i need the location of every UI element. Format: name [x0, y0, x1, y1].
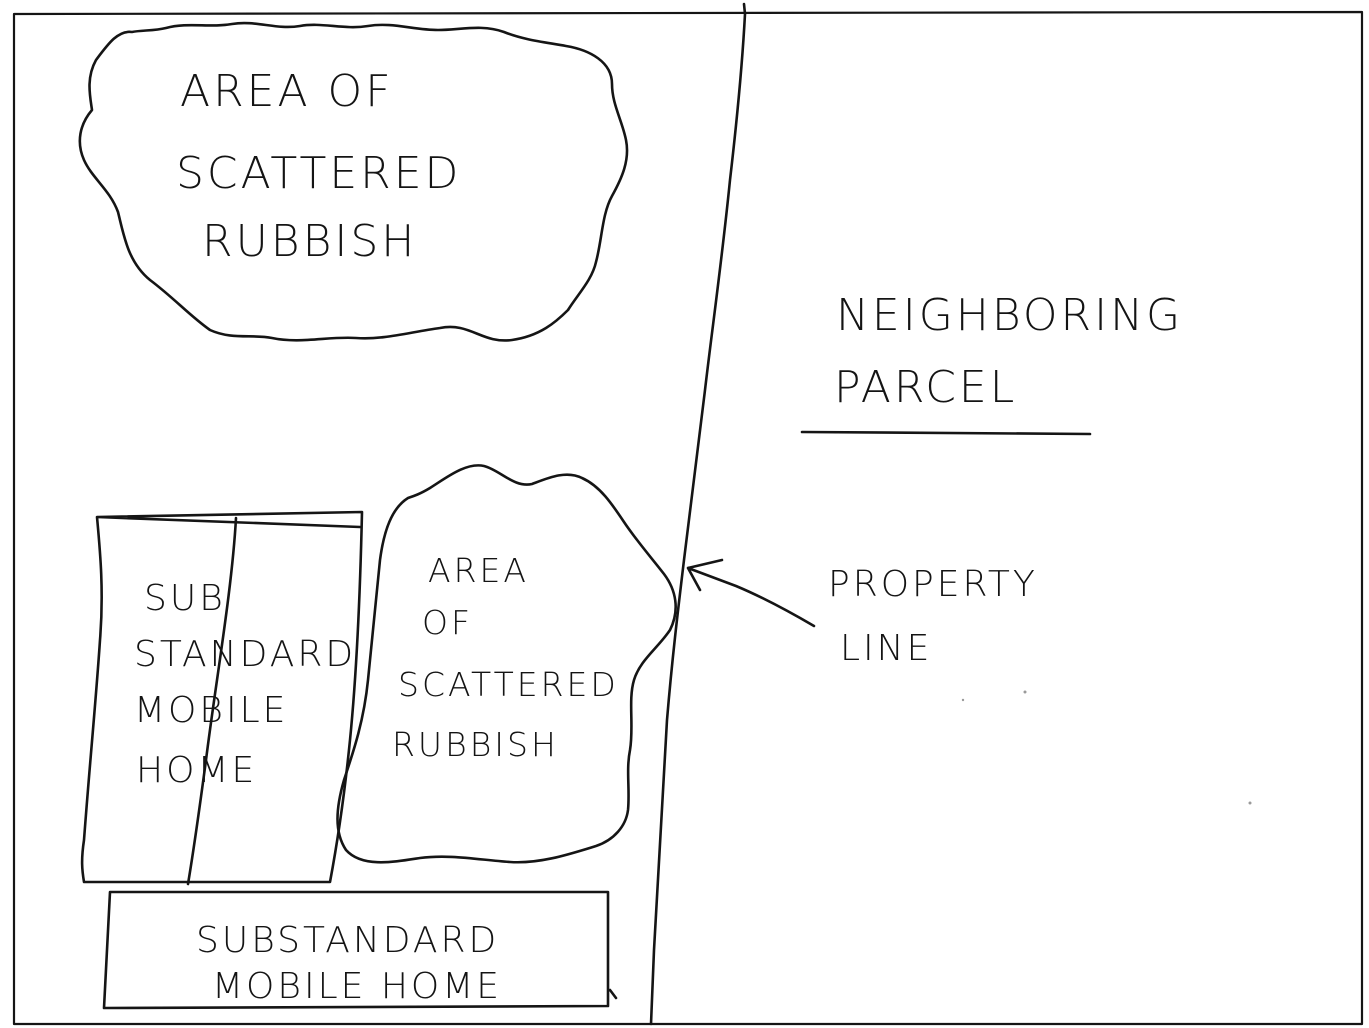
- label-mobile-home-bottom: SUBSTANDARD MOBILE HOME: [196, 920, 502, 1007]
- property-line: [649, 2, 747, 1026]
- label-line: SCATTERED: [398, 665, 619, 704]
- paper-speck: [1023, 690, 1027, 694]
- label-line: PARCEL: [834, 362, 1017, 413]
- label-line: HOME: [136, 750, 257, 791]
- rubbish-area-mid: [336, 464, 677, 864]
- mobile-home-split: [186, 516, 238, 886]
- label-line: MOBILE: [134, 690, 288, 731]
- label-line: PROPERTY: [828, 564, 1038, 605]
- label-line: SUBSTANDARD: [196, 920, 499, 961]
- label-rubbish-top: AREA OF SCATTERED RUBBISH: [176, 66, 461, 267]
- label-line: RUBBISH: [392, 725, 559, 764]
- label-line: SCATTERED: [176, 148, 461, 199]
- page-border: [12, 10, 1364, 1026]
- neighboring-underline: [800, 430, 1092, 436]
- label-line: STANDARD: [134, 634, 356, 675]
- property-arrow: [686, 558, 816, 628]
- label-property-line: PROPERTY LINE: [828, 564, 1038, 669]
- label-mobile-home-left: SUB STANDARD MOBILE HOME: [134, 578, 356, 791]
- mobile-home-left: [80, 510, 364, 884]
- label-line: AREA OF: [180, 66, 394, 117]
- label-line: LINE: [840, 628, 932, 669]
- label-line: NEIGHBORING: [836, 290, 1183, 341]
- rubbish-area-top: [78, 21, 629, 342]
- mobile-home-bottom: [102, 890, 618, 1010]
- label-line: AREA: [428, 551, 529, 590]
- label-rubbish-mid: AREA OF SCATTERED RUBBISH: [392, 551, 619, 764]
- label-line: SUB: [144, 578, 226, 619]
- label-line: MOBILE HOME: [212, 966, 502, 1007]
- label-neighboring-parcel: NEIGHBORING PARCEL: [834, 290, 1183, 413]
- paper-speck: [961, 698, 965, 702]
- paper-speck: [1248, 801, 1252, 805]
- label-line: RUBBISH: [202, 216, 417, 267]
- label-line: OF: [422, 603, 473, 642]
